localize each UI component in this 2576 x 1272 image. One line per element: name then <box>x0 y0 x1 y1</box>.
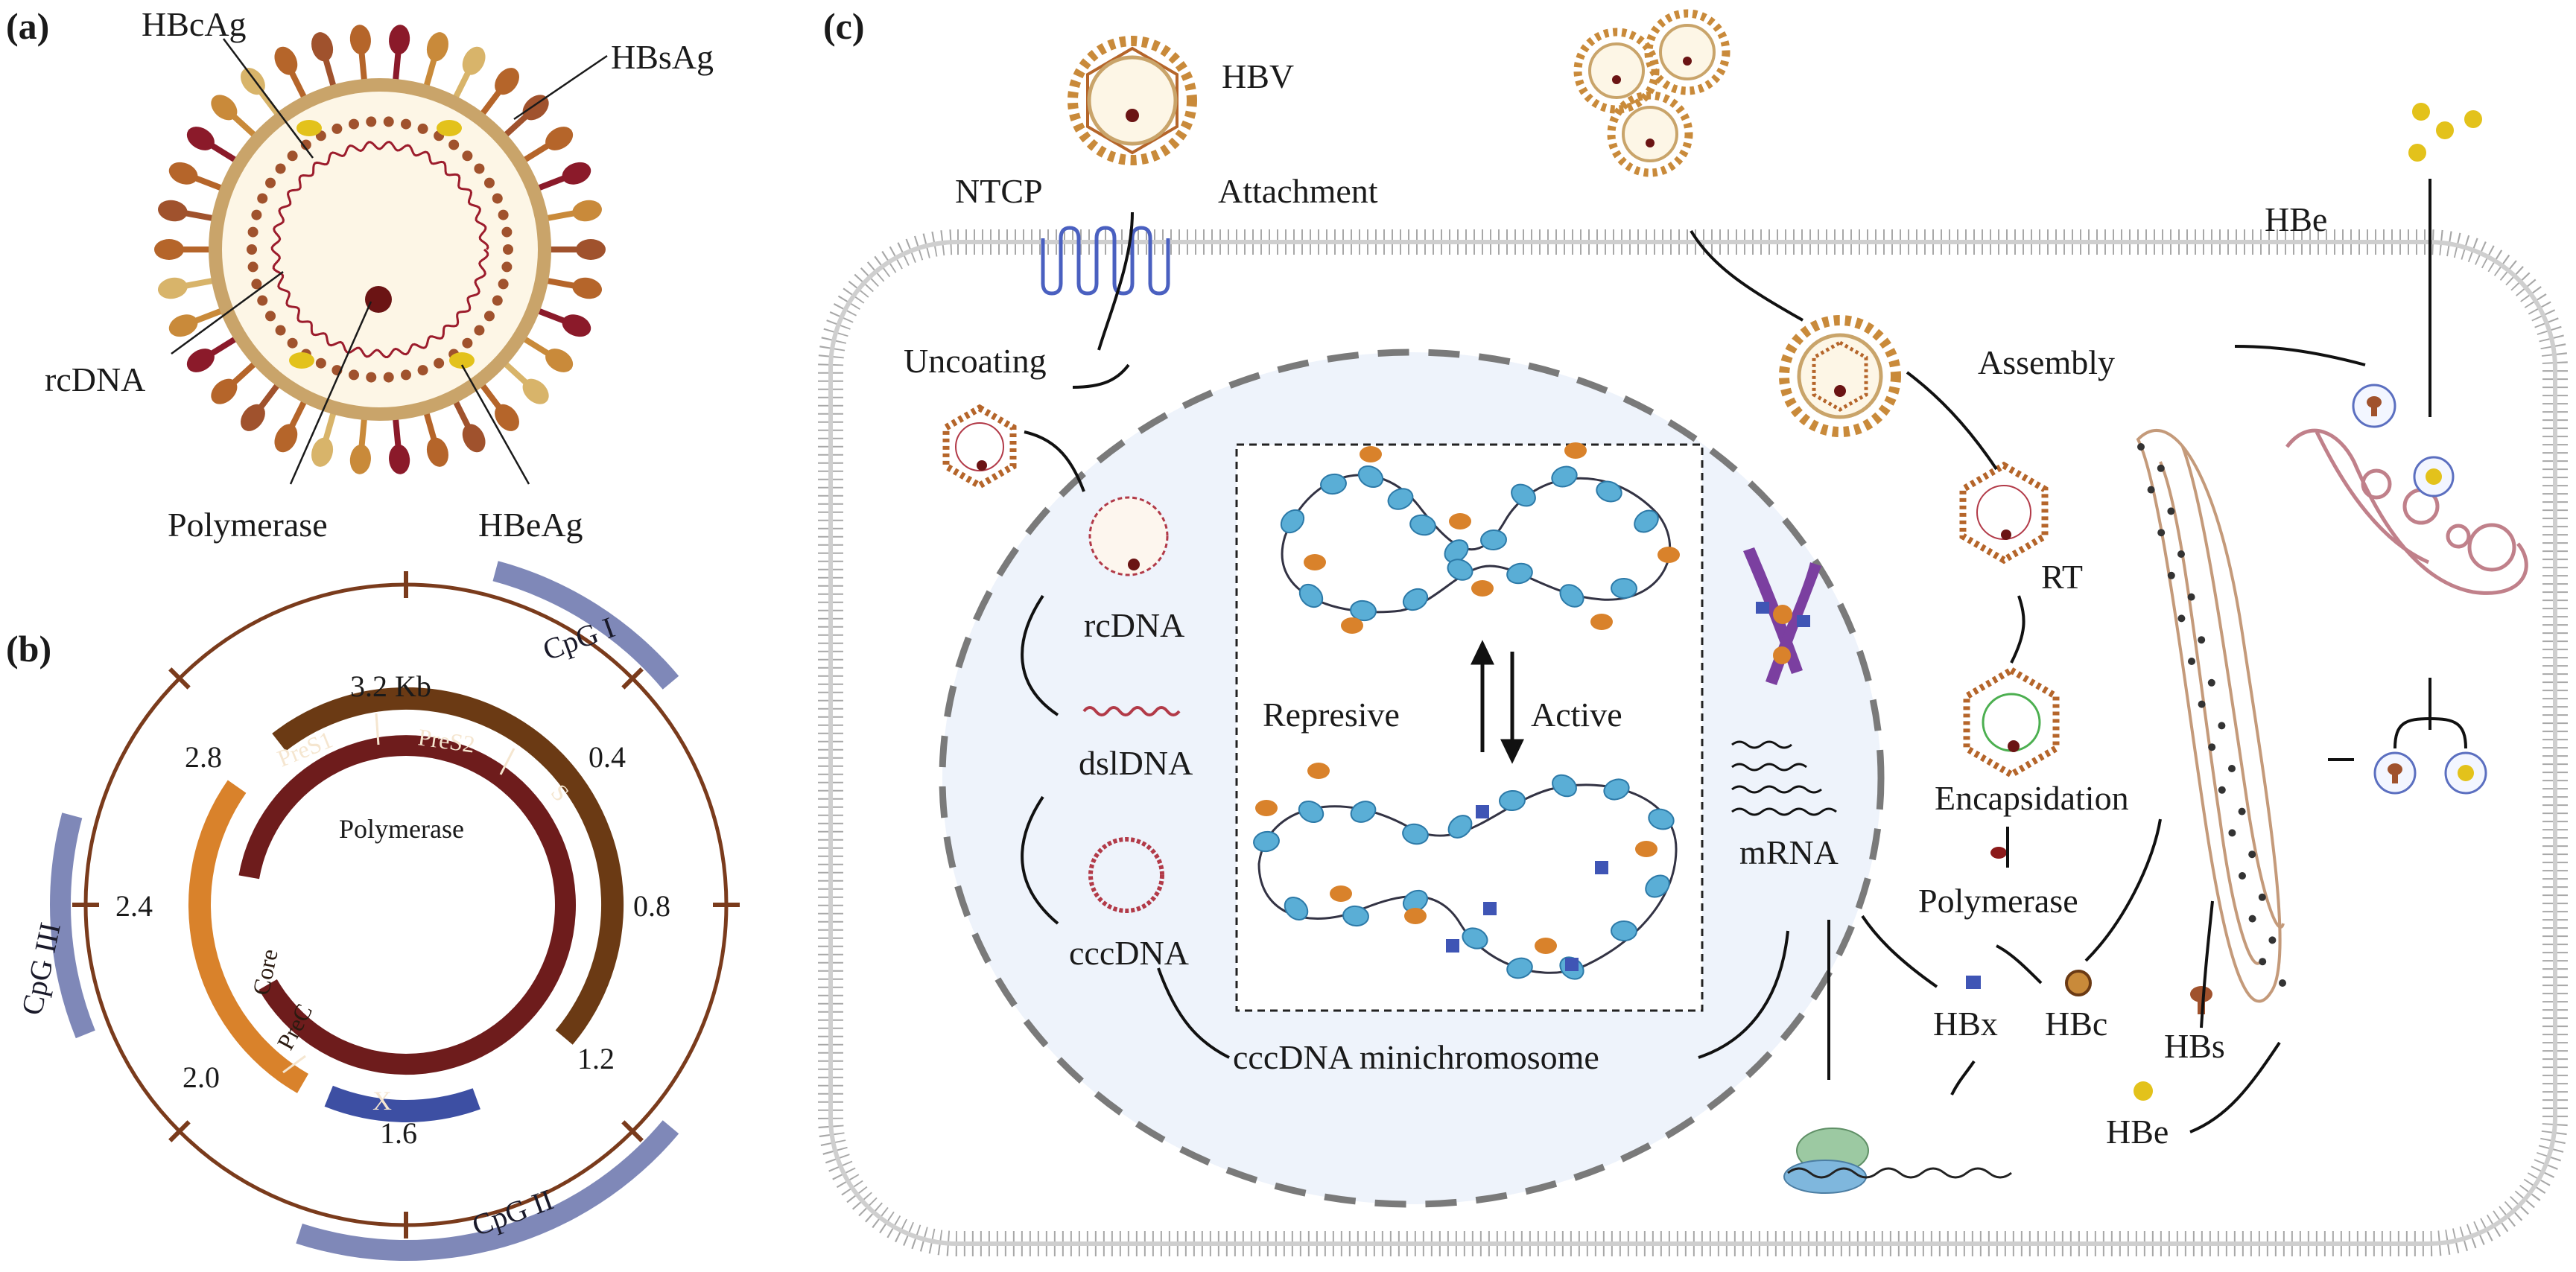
label-minichromosome: cccDNA minichromosome <box>1233 1038 1599 1076</box>
cpg-island-3 <box>50 813 95 1039</box>
label-ntcp: NTCP <box>955 172 1043 210</box>
label-hbs: HBs <box>2164 1027 2225 1065</box>
label-hbcag: HBcAg <box>142 5 247 43</box>
label-dsldna: dslDNA <box>1079 744 1193 782</box>
dsldna-strand <box>1082 706 1181 716</box>
surface-spikes <box>154 25 606 474</box>
panel-label-c: (c) <box>823 5 865 47</box>
vesicles <box>2352 384 2487 795</box>
label-rt: RT <box>2041 558 2083 596</box>
tick-label-0-8: 0.8 <box>633 889 670 923</box>
label-hbe-secreted: HBe <box>2265 200 2327 238</box>
virion-diagram: HBcAg HBsAg rcDNA Polymerase HBeAg <box>45 5 714 544</box>
core-gene-arc <box>188 780 308 1093</box>
label-encapsidation: Encapsidation <box>1935 779 2129 817</box>
label-rcdna-nucleus: rcDNA <box>1084 606 1184 644</box>
tick-label-2-4: 2.4 <box>115 889 153 923</box>
incoming-virion <box>1067 36 1197 165</box>
life-cycle-diagram: Represive Active rcDNA dslDNA cccDNA ccc… <box>818 9 2568 1256</box>
tick-label-0-4: 0.4 <box>589 740 626 774</box>
chromatin-switch-arrows <box>1471 640 1524 764</box>
tick-label-1-2: 1.2 <box>577 1042 615 1075</box>
label-hbe-cyto: HBe <box>2106 1113 2169 1151</box>
label-represive: Represive <box>1263 696 1400 734</box>
label-x: X <box>372 1086 392 1116</box>
rcdna-circle <box>1088 496 1169 576</box>
tick-label-2-0: 2.0 <box>183 1060 220 1094</box>
hbe-protein <box>2134 1081 2153 1101</box>
chromatin-box <box>1235 443 1704 1012</box>
label-assembly: Assembly <box>1978 343 2115 381</box>
label-rcdna: rcDNA <box>45 360 145 398</box>
callout-lines <box>171 38 608 485</box>
cpg-island-2 <box>296 1120 679 1262</box>
label-hbx: HBx <box>1933 1005 1998 1043</box>
released-virions <box>1573 9 1730 177</box>
label-hbv: HBV <box>1222 57 1294 95</box>
cpg-island-1 <box>492 561 679 690</box>
label-polymerase: Polymerase <box>168 506 328 544</box>
rcdna-genome <box>270 141 489 358</box>
mature-capsid <box>1959 461 2049 565</box>
genome-ticks <box>72 571 740 1238</box>
x-gene-arc <box>324 1085 480 1122</box>
label-hbsag: HBsAg <box>611 38 714 76</box>
golgi-apparatus <box>2285 428 2528 595</box>
tick-label-1-6: 1.6 <box>380 1116 417 1150</box>
surface-gene-arc <box>272 687 624 1045</box>
polymerase-protein <box>1990 847 2007 859</box>
label-active: Active <box>1531 696 1622 734</box>
polymerase-dot <box>365 286 392 313</box>
ntcp-receptor <box>1041 226 1170 296</box>
label-hbeag: HBeAg <box>478 506 583 544</box>
nucleosomes <box>1253 442 1680 980</box>
tick-label-3-2kb: 3.2 Kb <box>350 670 431 703</box>
ribosomes-on-er <box>2137 443 2286 987</box>
pathway-arrows <box>1021 179 2467 1133</box>
panel-label-b: (b) <box>6 628 51 670</box>
label-hbc: HBc <box>2045 1005 2107 1043</box>
cccdna-circle <box>1088 837 1164 913</box>
virion-lumen <box>222 92 538 407</box>
hbx-protein <box>1966 976 1981 989</box>
secreted-hbe <box>2408 103 2482 162</box>
genome-map: 3.2 Kb 0.4 0.8 1.2 1.6 2.0 2.4 2.8 PreS1… <box>15 561 740 1262</box>
pgrna-capsid <box>1963 666 2060 779</box>
uncoated-capsid <box>942 404 1017 490</box>
tick-label-2-8: 2.8 <box>185 740 222 774</box>
panel-label-a: (a) <box>6 5 49 47</box>
mrna-transcripts <box>1731 740 1837 816</box>
mature-virion <box>1779 315 1901 437</box>
hbeag-particles <box>289 120 475 369</box>
label-polymerase-c: Polymerase <box>1918 882 2078 920</box>
arc-separators <box>282 713 515 1074</box>
label-mrna: mRNA <box>1739 833 1839 871</box>
endoplasmic-reticulum <box>2136 429 2285 1003</box>
label-attachment: Attachment <box>1218 172 1378 210</box>
label-cccdna: cccDNA <box>1069 934 1189 972</box>
label-uncoating: Uncoating <box>904 342 1047 380</box>
hbc-protein <box>2065 970 2092 996</box>
cell-membrane-core <box>828 240 2557 1246</box>
host-chromosome <box>1743 547 1821 685</box>
ribosome <box>1783 1128 2012 1194</box>
label-polymerase-gene: Polymerase <box>339 814 464 844</box>
